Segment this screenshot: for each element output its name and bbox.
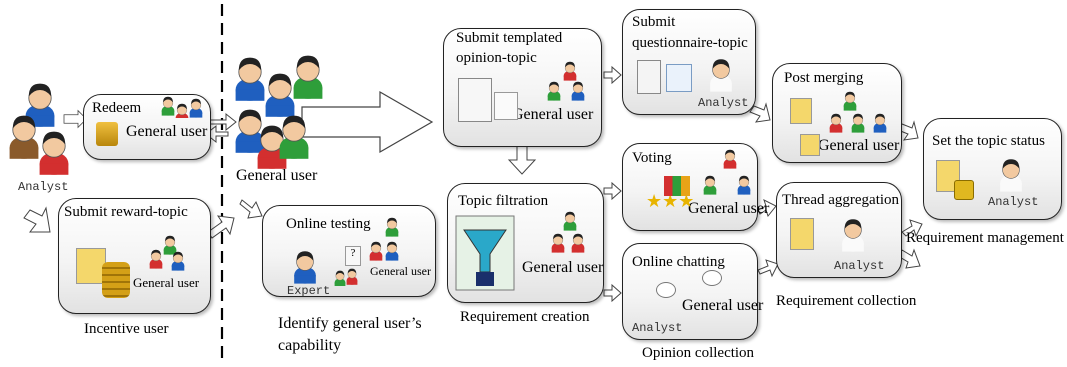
person-icon [996, 158, 1026, 193]
topic-status-analyst-label: Analyst [988, 195, 1039, 209]
voting-box [622, 143, 758, 231]
arrow-templated-questionnaire [603, 65, 622, 85]
chat-bubble-icon [702, 270, 722, 286]
document-icon [790, 98, 812, 124]
incentive-user-caption: Incentive user [84, 321, 169, 337]
redeem-user-label: General user [126, 123, 208, 140]
opinion-collection-caption: Opinion collection [642, 345, 755, 361]
chat-bubble-icon [656, 282, 676, 298]
person-icon [540, 58, 590, 104]
filtration-title: Topic filtration [458, 193, 549, 209]
expert-label: Expert [287, 284, 331, 298]
coins-icon [102, 262, 130, 298]
questionnaire-title-2: questionnaire-topic [632, 35, 748, 51]
arrow-voting-aggregation [757, 199, 777, 218]
chatting-title: Online chatting [632, 254, 725, 270]
templated-user-label: General user [512, 106, 594, 123]
thread-aggregation-title: Thread aggregation [782, 192, 900, 208]
online-testing-user-label: General user [370, 264, 431, 278]
arrow-users-redeem [205, 124, 229, 144]
chatting-box [622, 243, 758, 340]
person-icon [838, 218, 868, 253]
requirement-collection-caption: Requirement collection [776, 293, 917, 309]
chatting-analyst-label: Analyst [632, 321, 683, 335]
templated-title-1: Submit templated [456, 30, 563, 46]
analyst-group-icon [8, 82, 70, 176]
reward-title: Submit reward-topic [64, 204, 188, 220]
arrow-redeem-users [210, 112, 237, 132]
magnifier-icon [666, 64, 692, 92]
requirement-creation-caption: Requirement creation [460, 309, 590, 325]
redeem-title: Redeem [92, 100, 142, 116]
arrow-questionnaire-merging [749, 102, 771, 123]
coins-icon [96, 122, 118, 146]
questionnaire-analyst-label: Analyst [698, 96, 749, 110]
arrow-users-testing [239, 199, 263, 219]
arrow-chatting-aggregation [757, 259, 779, 278]
document-icon [664, 176, 690, 196]
person-icon [824, 88, 890, 134]
arrow-users-templated [301, 90, 434, 154]
identify-caption-1: Identify general user’s [278, 315, 422, 332]
person-icon [290, 250, 320, 285]
online-testing-title: Online testing [286, 216, 371, 232]
person-icon [692, 146, 752, 198]
arrow-aggregation-status [901, 219, 923, 238]
filtration-user-label: General user [522, 259, 604, 276]
thread-aggregation-analyst-label: Analyst [834, 259, 885, 273]
reward-user-label: General user [133, 275, 200, 290]
document-icon [800, 134, 820, 156]
question-icon: ? [345, 246, 361, 266]
person-icon [706, 58, 736, 93]
analyst-label: Analyst [18, 180, 69, 194]
lock-icon [954, 180, 974, 200]
arrow-analyst-reward [23, 206, 51, 233]
post-merging-user-label: General user [818, 137, 900, 154]
funnel-icon [454, 214, 516, 292]
redeem-box [83, 94, 211, 160]
person-icon [330, 214, 410, 288]
arrow-filtration-chatting [603, 283, 622, 303]
arrow-filtration-voting [603, 181, 622, 201]
arrow-reward-users [207, 215, 235, 239]
document-icon [494, 92, 518, 120]
topic-status-title: Set the topic status [932, 133, 1045, 149]
requirement-management-caption: Requirement management [906, 230, 1064, 246]
document-icon [637, 60, 661, 94]
person-icon [160, 96, 203, 123]
document-icon [458, 78, 492, 122]
post-merging-title: Post merging [784, 70, 864, 86]
templated-title-2: opinion-topic [456, 50, 537, 66]
voting-user-label: General user [688, 200, 770, 217]
general-user-label: General user [236, 167, 318, 184]
document-icon [790, 218, 814, 250]
chatting-user-label: General user [682, 297, 764, 314]
questionnaire-title-1: Submit [632, 14, 676, 30]
voting-title: Voting [632, 150, 672, 166]
person-icon [146, 232, 190, 271]
arrow-templated-filtration [507, 144, 537, 175]
person-icon [548, 208, 598, 254]
identify-caption-2: capability [278, 337, 342, 354]
star-icon: ★★★ [646, 191, 695, 211]
document-icon [76, 248, 106, 284]
